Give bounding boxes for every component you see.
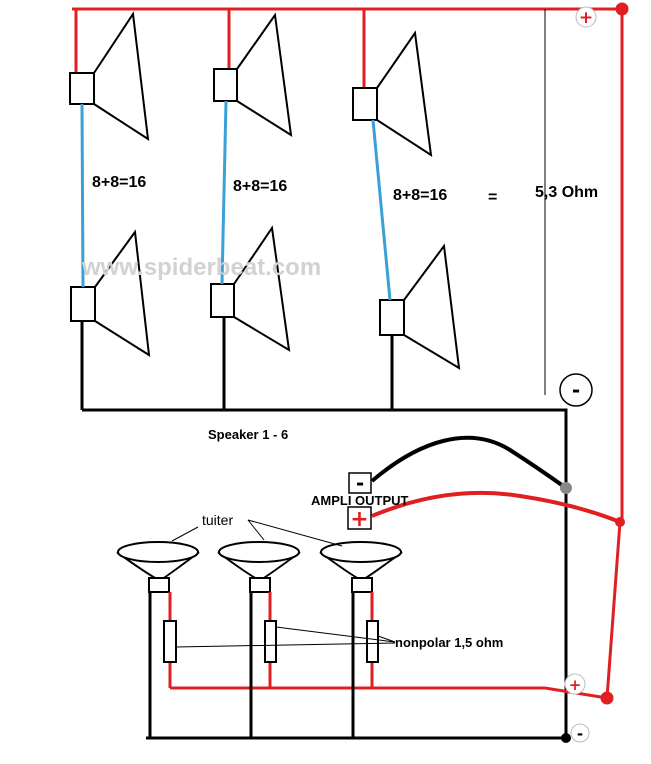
positive-bus-top <box>72 2 629 520</box>
svg-text:+: + <box>579 8 593 28</box>
speaker-2 <box>213 12 293 137</box>
speaker-group-label: Speaker 1 - 6 <box>208 427 288 442</box>
speaker-4 <box>70 229 151 357</box>
tweeter-1 <box>116 541 200 593</box>
tweeter-label: tuiter <box>202 512 233 528</box>
svg-text:-: - <box>572 378 580 402</box>
minus-marker-bottom: - <box>570 723 590 743</box>
plus-marker-bottom: + <box>564 673 586 695</box>
amp-negative-node <box>560 482 572 494</box>
total-impedance-label: 5,3 Ohm <box>535 184 598 201</box>
tweeter-2 <box>217 541 301 593</box>
resistor-label: nonpolar 1,5 ohm <box>395 635 503 650</box>
speaker-6 <box>379 243 461 370</box>
amp-negative-wire <box>370 435 568 490</box>
plus-marker-top: + <box>575 6 597 28</box>
equation-label-2: 8+8=16 <box>233 178 287 195</box>
equation-label-3: 8+8=16 <box>393 187 447 204</box>
ground-node <box>561 733 571 743</box>
speaker-3 <box>352 30 433 158</box>
svg-text:+: + <box>350 507 368 532</box>
series-links <box>80 100 392 301</box>
speaker-1 <box>69 11 150 142</box>
amp-plus-terminal: + <box>347 506 372 532</box>
amp-positive-wire <box>371 490 621 524</box>
tweeter-negative-wiring <box>146 592 566 740</box>
ampli-output-label: AMPLI OUTPUT <box>311 493 409 508</box>
minus-marker-mid: - <box>559 373 593 407</box>
resistors <box>163 620 379 663</box>
svg-text:-: - <box>577 725 583 743</box>
speaker-5 <box>210 225 291 352</box>
watermark: www.spiderbeat.com <box>81 254 321 281</box>
equation-label-1: 8+8=16 <box>92 174 146 191</box>
tweeter-positive-wiring <box>168 592 608 700</box>
tweeter-3 <box>319 541 403 593</box>
svg-text:-: - <box>356 471 364 495</box>
amp-minus-terminal: - <box>348 471 372 495</box>
negative-bus-speakers <box>80 317 568 738</box>
svg-text:+: + <box>569 676 582 694</box>
positive-bus-right <box>600 521 622 705</box>
leader-lines <box>171 519 396 648</box>
equals-sign: = <box>488 189 497 206</box>
